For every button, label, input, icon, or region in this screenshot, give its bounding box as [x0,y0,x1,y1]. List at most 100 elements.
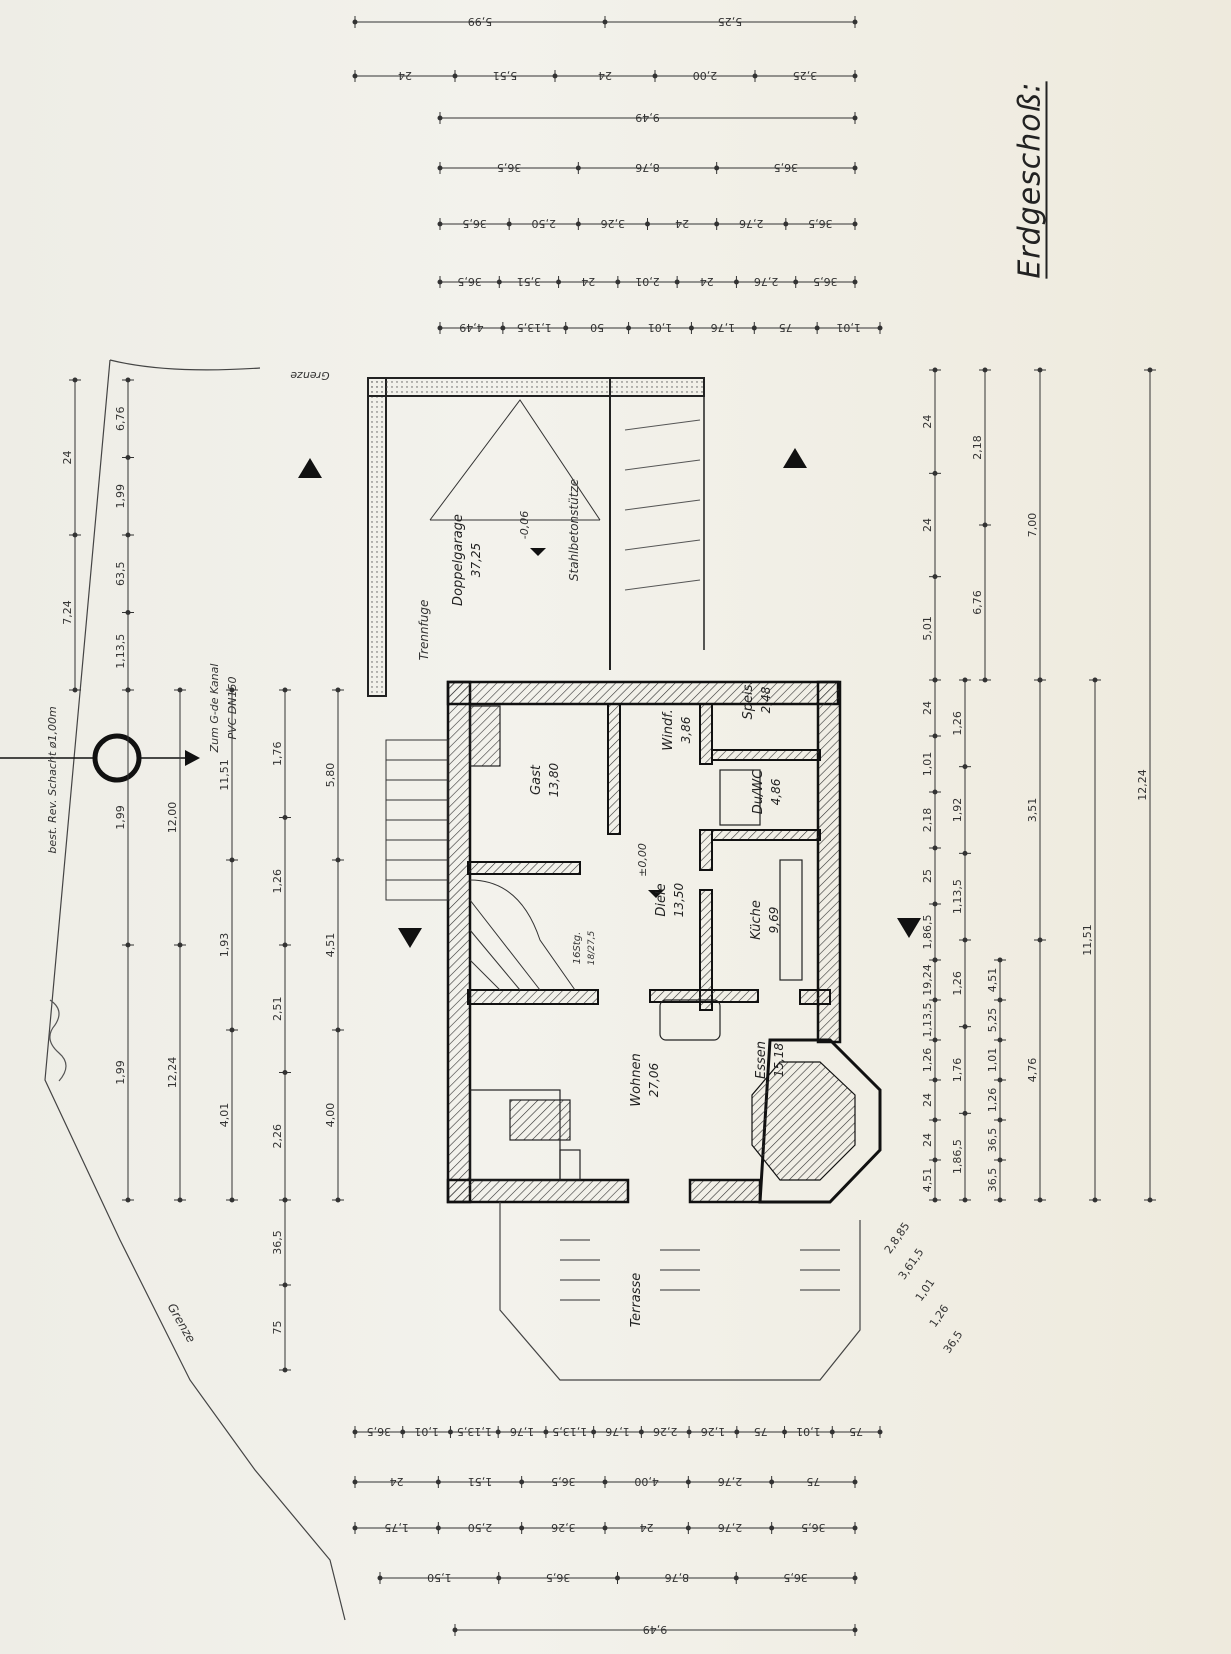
dim-top-row6-3: 2,01 [635,275,660,288]
dim-bottom-row4-0: 1,50 [427,1571,452,1584]
dim-top-row7-0: 4,49 [459,321,484,334]
dim-bottom-row3-1: 2,50 [468,1521,493,1534]
dim-bottom-row1-6: 2,26 [653,1425,678,1438]
dim-bay-2: 1,01 [913,1276,938,1304]
dim-top-row2-2: 24 [598,69,612,82]
dim-top-row4-0: 36,5 [497,161,522,174]
furniture [469,705,803,1181]
dim-right-h-0: 12,24 [1136,769,1149,801]
room-duwc-name: Du/WC [751,769,766,814]
dim-right-d-3: 25 [921,869,934,883]
dim-top-row5-0: 36,5 [462,217,487,230]
dim-top-row2-3: 2,00 [693,69,718,82]
dim-left-e-1: 1,93 [218,933,231,958]
dim-top-row2-4: 3,25 [793,69,818,82]
dim-top-row7-2: 50 [590,321,604,334]
label-floor-level: ±0,00 [636,843,649,877]
dim-right-i-1: 1,13,5 [921,1003,934,1038]
dim-right-e-2: 1,13,5 [951,879,964,914]
dim-bay-3: 1,26 [927,1302,952,1330]
dim-right-f-1: 4,76 [1026,1058,1039,1083]
label-rev-schacht: best. Rev. Schacht ø1,00m [46,706,59,853]
dim-top-row6-1: 3,51 [517,275,542,288]
room-wohnen-area: 27,06 [647,1062,661,1097]
label-trennfuge: Trennfuge [417,600,431,661]
dim-bottom-row1-4: 1,13,5 [552,1425,587,1438]
dim-bottom-row1-7: 1,26 [701,1425,726,1438]
room-gast-area: 13,80 [547,762,561,797]
interior-walls [467,703,831,1011]
dim-right-j-3: 1,26 [986,1088,999,1113]
dim-left-h-0: 36,5 [271,1230,284,1255]
dim-left-f-3: 2,26 [271,1124,284,1149]
dim-bottom-row3-0: 1,75 [384,1521,409,1534]
dim-bottom-row3-3: 24 [640,1521,654,1534]
dim-top-row6-2: 24 [581,275,595,288]
room-diele-name: Diele [654,883,669,916]
dim-bay-4: 36,5 [941,1328,966,1356]
dim-top-row6-5: 2,76 [754,275,779,288]
dim-left-g-0: 5,80 [324,763,337,788]
dim-left-c-1: 1,99 [114,1060,127,1085]
dim-right-j-4: 36,5 [986,1128,999,1153]
room-essen-name: Essen [754,1041,769,1079]
terrace [499,1202,861,1381]
dim-right-e-5: 1,86,5 [951,1139,964,1174]
label-grenze-top: Grenze [290,369,330,382]
dim-right-b-0: 2,18 [971,435,984,460]
dim-bottom-row2-4: 2,76 [718,1475,743,1488]
house-walls [446,680,882,1204]
dim-top-row7-6: 1,01 [836,321,861,334]
label-kanal-2: PVC DN150 [226,676,239,739]
dim-right-b-1: 6,76 [971,590,984,615]
dim-right-j-0: 4,51 [986,968,999,993]
dim-bottom-row1-2: 1,13,5 [457,1425,492,1438]
dim-top-total-0: 9,49 [635,111,660,124]
dim-right-e-0: 1,26 [951,711,964,736]
label-stahlbetonstuetze: Stahlbetonstütze [567,479,581,581]
dim-right-d-1: 1,01 [921,752,934,777]
manhole-symbol [0,733,200,783]
dim-top-row6-0: 36,5 [457,275,482,288]
dim-bottom-row3-2: 3,26 [551,1521,576,1534]
dim-right-g-0: 11,51 [1081,924,1094,956]
dim-left-a-1: 7,24 [61,600,74,625]
dim-bottom-row1-9: 1,01 [796,1425,821,1438]
dim-left-b-3: 1,13,5 [114,634,127,669]
dim-top-row5-3: 24 [675,217,689,230]
label-stair-steps: 16Stg. [572,932,583,965]
dim-bottom-row2-3: 4,00 [634,1475,659,1488]
dim-left-e-2: 4,01 [218,1103,231,1128]
dim-bottom-row1-8: 75 [754,1425,768,1438]
dim-right-i-4: 24 [921,1133,934,1147]
dim-left-d-1: 12,24 [166,1057,179,1089]
dim-top-row7-1: 1,13,5 [517,321,552,334]
dim-top-row5-4: 2,76 [739,217,764,230]
label-kanal-1: Zum G-de Kanal [208,664,221,754]
dim-left-b-2: 63,5 [114,562,127,587]
dim-top-row6-6: 36,5 [813,275,838,288]
dim-bottom-total-0: 9,49 [643,1623,668,1636]
dim-right-a-1: 24 [921,518,934,532]
dim-left-b-0: 6,76 [114,407,127,432]
dim-top-row2-1: 5,51 [493,69,518,82]
dim-bottom-row2-0: 24 [390,1475,404,1488]
dim-bottom-row4-2: 8,76 [665,1571,690,1584]
dim-top-row4-1: 8,76 [635,161,660,174]
dim-top-row6-4: 24 [700,275,714,288]
dim-top-outer-1: 5,25 [718,15,743,28]
room-speis-area: 2,48 [759,686,773,713]
room-windf-area: 3,86 [679,716,693,743]
dim-bottom-row1-5: 1,76 [605,1425,630,1438]
garage-walls [367,377,705,697]
dim-bottom-row1-10: 75 [849,1425,863,1438]
dim-right-i-5: 4,51 [921,1168,934,1193]
room-duwc-area: 4,86 [769,778,783,805]
room-wohnen-name: Wohnen [629,1053,644,1107]
staircase [385,739,576,991]
dim-top-row7-5: 75 [779,321,793,334]
dim-bottom-row1-0: 36,5 [367,1425,392,1438]
dim-left-a-0: 24 [61,451,74,465]
dim-bay-1: 3,61,5 [896,1246,927,1282]
dim-right-e-3: 1,26 [951,971,964,996]
